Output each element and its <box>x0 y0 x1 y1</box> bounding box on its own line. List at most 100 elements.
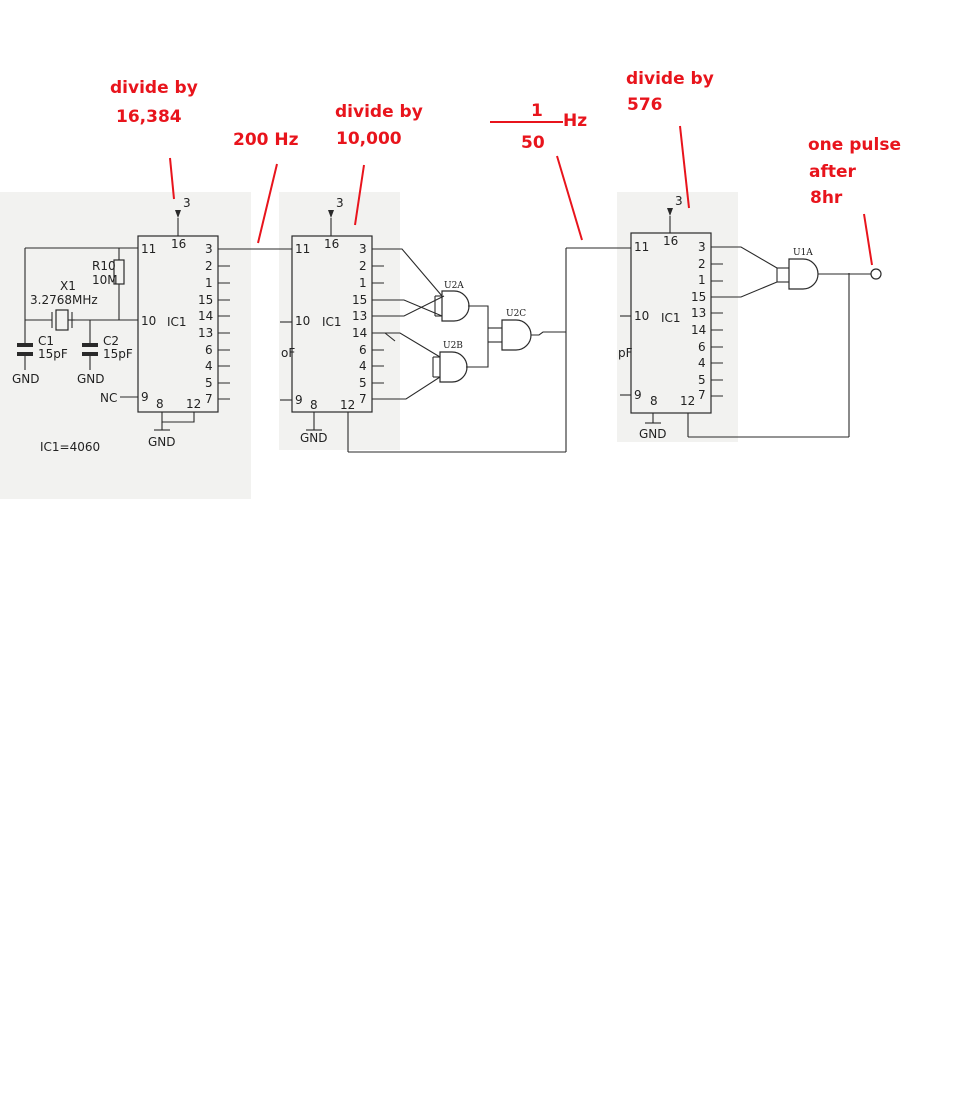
u2c-label: U2C <box>506 309 526 319</box>
chip1-out-1: 2 <box>205 259 213 273</box>
chip2-out-5: 14 <box>352 326 367 340</box>
chip1-out-6: 6 <box>205 343 213 357</box>
output-annotation-line1: one pulse <box>808 135 901 155</box>
chip3-out-1: 2 <box>698 257 706 271</box>
counter-chip-2: 3 16 11 10 9 oF IC1 8 12 3 2 1 15 13 14 … <box>280 196 566 453</box>
gate-wiring-stage2 <box>372 247 631 452</box>
chip2-pin-9: 9 <box>295 393 303 407</box>
stage3-annotation-line2: 576 <box>627 95 663 115</box>
chip2-out-0: 3 <box>359 242 367 256</box>
freq-fraction-unit: Hz <box>563 111 587 131</box>
chip1-out-8: 5 <box>205 376 213 390</box>
gate-u1a: U1A <box>711 246 882 298</box>
c2-value: 15pF <box>103 347 133 361</box>
chip1-pin-10: 10 <box>141 314 156 328</box>
chip3-pin-10: 10 <box>634 309 649 323</box>
c2-gnd-label: GND <box>77 372 105 386</box>
chip3-out-7: 4 <box>698 356 706 370</box>
chip3-partial-pf: pF <box>618 346 633 360</box>
ic-part-note: IC1=4060 <box>40 440 100 454</box>
freq-fraction-denominator: 50 <box>521 133 545 153</box>
chip1-vcc-top: 3 <box>183 196 191 210</box>
chip1-pin-16: 16 <box>171 237 186 251</box>
counter-chip-1: 3 16 11 10 9 IC1 8 12 3 2 1 15 14 13 6 4… <box>137 196 292 449</box>
chip3-pin-12: 12 <box>680 394 695 408</box>
chip1-pin-9: 9 <box>141 390 149 404</box>
chip2-pin-10: 10 <box>295 314 310 328</box>
chip3-out-6: 6 <box>698 340 706 354</box>
chip1-out-5: 13 <box>198 326 213 340</box>
counter-chip-3: 3 16 11 10 9 pF IC1 8 12 3 2 1 15 13 14 … <box>618 194 850 441</box>
chip2-label: IC1 <box>322 315 342 329</box>
chip2-out-3: 15 <box>352 293 367 307</box>
c1-label: C1 <box>38 334 54 348</box>
freq-200hz-annotation: 200 Hz <box>233 130 299 150</box>
stage2-annotation-line1: divide by <box>335 102 423 122</box>
chip1-out-9: 7 <box>205 392 213 406</box>
nc-label: NC <box>100 391 117 405</box>
chip1-out-0: 3 <box>205 242 213 256</box>
chip2-out-7: 4 <box>359 359 367 373</box>
crystal-value: 3.2768MHz <box>30 293 98 307</box>
chip2-out-6: 6 <box>359 343 367 357</box>
chip3-pin-8: 8 <box>650 394 658 408</box>
c2-label: C2 <box>103 334 119 348</box>
r10-value: 10M <box>92 273 118 287</box>
chip2-out-1: 2 <box>359 259 367 273</box>
stage1-annotation-line1: divide by <box>110 78 198 98</box>
chip2-out-9: 7 <box>359 392 367 406</box>
crystal-label: X1 <box>60 279 76 293</box>
chip3-gnd-label: GND <box>639 427 667 441</box>
capacitor-c2 <box>82 343 98 370</box>
chip2-partial-pf: oF <box>281 346 295 360</box>
chip1-out-4: 14 <box>198 309 213 323</box>
chip1-pin-12: 12 <box>186 397 201 411</box>
stage3-annotation-line1: divide by <box>626 69 714 89</box>
u1a-label: U1A <box>793 248 813 258</box>
freq-fraction-numerator: 1 <box>531 101 543 121</box>
oscillator-section: R10 10M X1 3.2768MHz C1 15pF C2 15pF GND… <box>12 247 138 454</box>
annotations: divide by 16,384 200 Hz divide by 10,000… <box>110 69 901 266</box>
chip1-out-7: 4 <box>205 359 213 373</box>
stage2-annotation-line2: 10,000 <box>336 129 402 149</box>
chip3-out-5: 14 <box>691 323 706 337</box>
chip2-vcc-top: 3 <box>336 196 344 210</box>
chip1-label: IC1 <box>167 315 187 329</box>
output-terminal <box>870 268 882 280</box>
gate-u2c: U2C <box>487 309 532 351</box>
capacitor-c1 <box>17 343 33 370</box>
c1-value: 15pF <box>38 347 68 361</box>
c1-gnd-label: GND <box>12 372 40 386</box>
output-annotation-line3: 8hr <box>810 188 843 208</box>
chip2-out-2: 1 <box>359 276 367 290</box>
chip3-out-8: 5 <box>698 373 706 387</box>
chip3-out-4: 13 <box>691 306 706 320</box>
chip2-pin-8: 8 <box>310 398 318 412</box>
scan-background-2 <box>279 192 400 450</box>
chip3-pin-16: 16 <box>663 234 678 248</box>
chip2-pin-12: 12 <box>340 398 355 412</box>
scan-background-3 <box>617 192 738 442</box>
u2a-label: U2A <box>444 281 464 291</box>
chip1-out-2: 1 <box>205 276 213 290</box>
chip3-pin-11: 11 <box>634 240 649 254</box>
chip3-out-9: 7 <box>698 388 706 402</box>
chip1-pin-11: 11 <box>141 242 156 256</box>
chip2-out-8: 5 <box>359 376 367 390</box>
chip3-out-3: 15 <box>691 290 706 304</box>
u2b-label: U2B <box>443 341 463 351</box>
chip1-out-3: 15 <box>198 293 213 307</box>
chip2-pin-16: 16 <box>324 237 339 251</box>
chip3-pin-9: 9 <box>634 388 642 402</box>
chip2-out-4: 13 <box>352 309 367 323</box>
r10-label: R10 <box>92 259 116 273</box>
chip3-label: IC1 <box>661 311 681 325</box>
scan-background-1 <box>0 192 251 499</box>
chip3-vcc-top: 3 <box>675 194 683 208</box>
output-annotation-line2: after <box>809 162 857 182</box>
gate-u2b: U2B <box>432 341 468 383</box>
chip1-gnd-label: GND <box>148 435 176 449</box>
chip2-gnd-label: GND <box>300 431 328 445</box>
chip2-pin-11: 11 <box>295 242 310 256</box>
